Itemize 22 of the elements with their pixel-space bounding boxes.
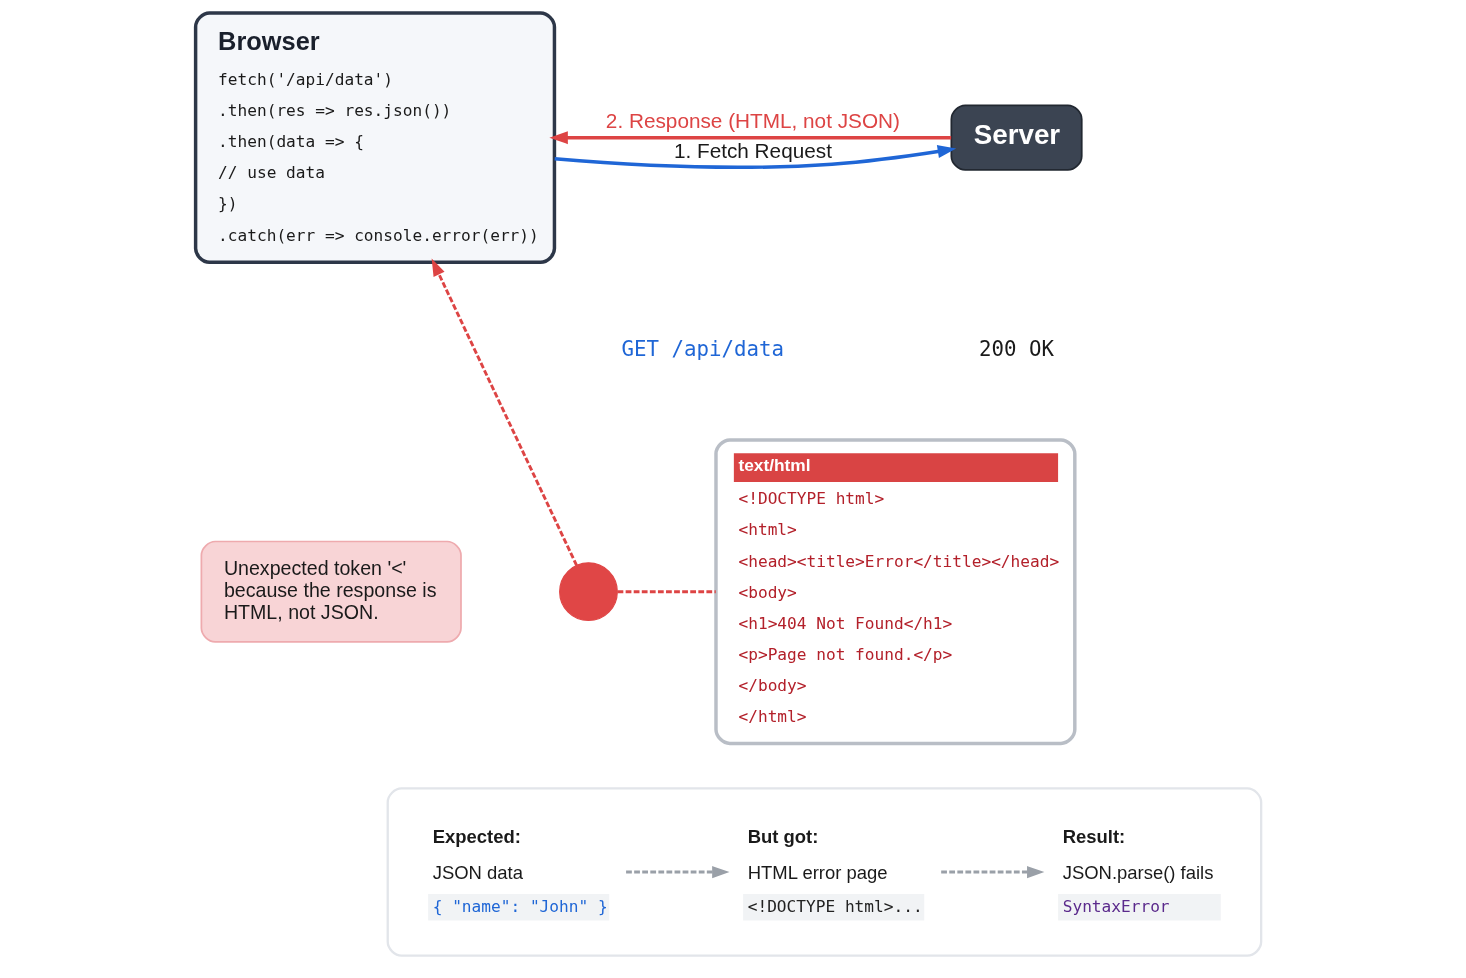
arrow	[431, 258, 578, 566]
cluster	[386, 787, 1263, 957]
edge-label: 2. Response (HTML, not JSON)	[605, 108, 900, 132]
node-label: Expected:	[432, 825, 521, 847]
node-label: JSON.parse() fails	[1062, 861, 1214, 883]
node-box: Unexpected token '<' because the response is HTML, not JSON.	[200, 540, 462, 643]
node-box: Server	[950, 104, 1083, 171]
edge-label: 1. Fetch Request	[673, 138, 832, 162]
node-box: text/html <!DOCTYPE html> <html> <head><title>Error</title></head> <body> <h1>404 Not Found</h1> <p>Page not found.</p> </body> </html>	[714, 438, 1077, 746]
arrow	[554, 145, 957, 170]
arrow	[549, 131, 952, 145]
label: 200 OK	[979, 337, 1055, 362]
node-label: Result:	[1062, 825, 1126, 847]
node-circle	[559, 562, 618, 622]
node-box: Browser fetch('/api/data') .then(res => res.json()) .then(data => { // use data }) .catch(err => console.error(err))	[193, 11, 557, 264]
node-label: HTML error page	[747, 861, 888, 883]
node-label: JSON data	[432, 861, 523, 883]
arrow	[941, 866, 1045, 879]
node-label: But got:	[747, 825, 819, 847]
label: GET /api/data	[621, 337, 784, 362]
arrow	[626, 866, 730, 879]
connector	[617, 590, 716, 594]
